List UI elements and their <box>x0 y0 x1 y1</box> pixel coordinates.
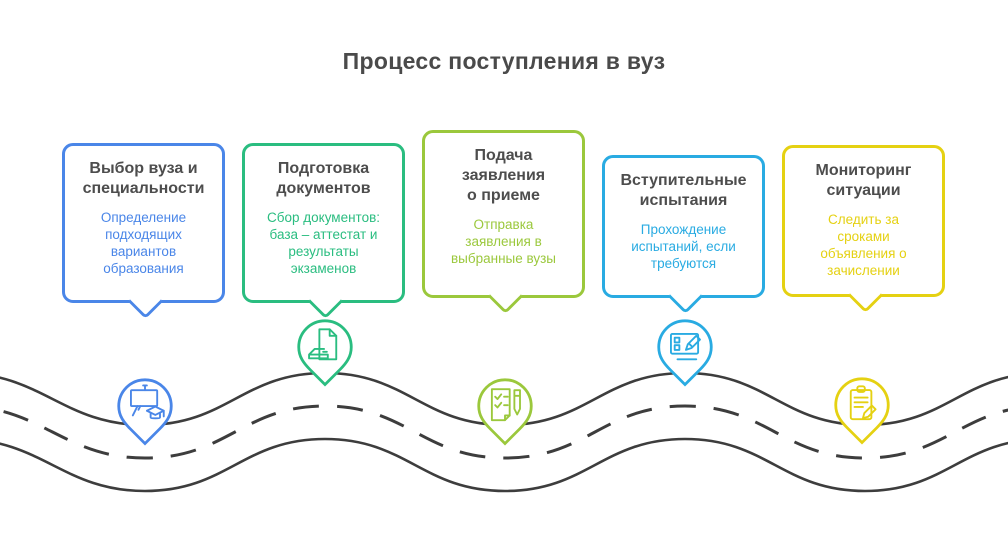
page-title: Процесс поступления в вуз <box>342 48 666 74</box>
step-title: Мониторинг ситуации <box>815 162 912 199</box>
step-subtitle: Следить за сроками объявления о зачислен… <box>820 212 907 278</box>
step-subtitle: Отправка заявления в выбранные вузы <box>450 217 556 266</box>
step-subtitle: Сбор документов: база – аттестат и резул… <box>267 210 380 276</box>
step-subtitle: Определение подходящих вариантов образов… <box>100 210 187 276</box>
checklist-pen-icon <box>477 378 533 446</box>
easel-graduation-cap-icon <box>117 378 173 446</box>
step-title: Подача заявления о приеме <box>461 147 546 204</box>
step-title: Вступительные испытания <box>620 172 747 209</box>
road-bottom-edge <box>0 437 1008 493</box>
document-laptop-icon <box>297 319 353 387</box>
step-pin-3 <box>475 377 535 452</box>
road-center-dashed-line <box>0 404 1008 460</box>
step-title: Подготовка документов <box>276 160 371 197</box>
step-pin-2 <box>295 318 355 393</box>
clipboard-pencil-icon <box>834 377 890 445</box>
step-subtitle: Прохождение испытаний, если требуются <box>631 222 736 271</box>
step-card-submit-application: Подача заявления о приеме Отправка заявл… <box>422 130 585 315</box>
step-card-choose-university: Выбор вуза и специальности Определение п… <box>62 143 225 320</box>
step-pin-4 <box>655 318 715 393</box>
step-pin-5 <box>832 376 892 451</box>
monitor-pencil-icon <box>657 319 713 387</box>
step-title: Выбор вуза и специальности <box>82 160 205 197</box>
step-card-prepare-documents: Подготовка документов Сбор документов: б… <box>242 143 405 320</box>
step-card-monitor-situation: Мониторинг ситуации Следить за сроками о… <box>782 145 945 314</box>
step-pin-1 <box>115 377 175 452</box>
step-card-entrance-exams: Вступительные испытания Прохождение испы… <box>602 155 765 315</box>
